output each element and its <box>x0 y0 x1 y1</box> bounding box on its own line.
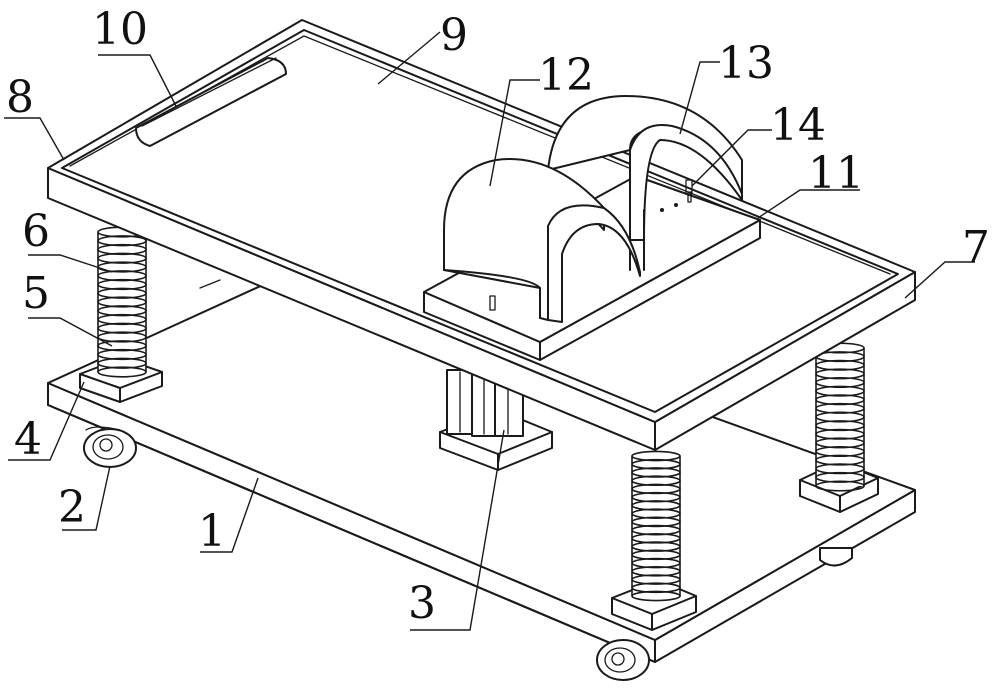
spring-front-center <box>631 450 681 602</box>
leader-lines <box>4 31 975 631</box>
label-3: 3 <box>408 578 436 629</box>
label-12: 12 <box>538 50 594 101</box>
label-13: 13 <box>718 38 774 89</box>
front-left-spring-assembly <box>79 226 163 403</box>
label-8: 8 <box>6 72 34 123</box>
label-10: 10 <box>92 4 148 55</box>
label-5: 5 <box>22 268 50 319</box>
spring-front-left <box>97 226 147 378</box>
rear-springs <box>199 279 879 513</box>
front-center-spring-assembly <box>611 450 697 631</box>
caster-wheels <box>83 426 853 681</box>
lift-cylinder <box>439 369 553 471</box>
label-4: 4 <box>14 414 42 465</box>
label-6: 6 <box>22 206 50 257</box>
front-arch <box>443 158 641 323</box>
label-14: 14 <box>770 100 826 151</box>
label-9: 9 <box>440 10 468 61</box>
label-11: 11 <box>808 148 864 199</box>
wheel-front-center <box>596 639 650 681</box>
label-1: 1 <box>198 506 226 557</box>
part-labels: 10 9 8 12 13 14 11 7 6 5 4 2 1 3 <box>6 4 990 629</box>
label-7: 7 <box>962 222 990 273</box>
wheel-rear-right <box>819 547 853 567</box>
label-2: 2 <box>58 482 86 533</box>
spring-rear-right <box>815 342 865 492</box>
pillow <box>135 57 287 147</box>
slide-plate <box>423 175 761 361</box>
